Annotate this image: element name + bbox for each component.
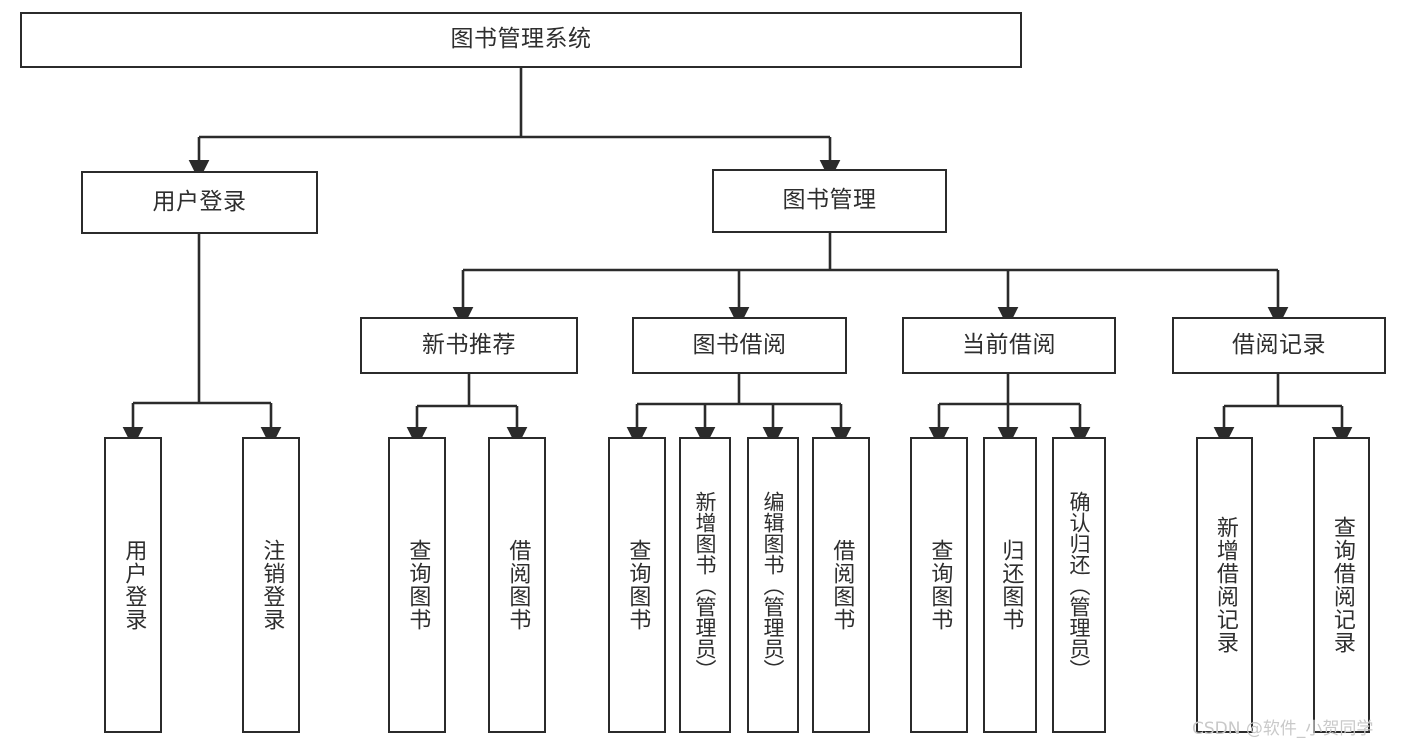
node-leaf-query-book-3-label: 查询图书 — [927, 539, 953, 631]
node-leaf-confirm-return-label: 确认归还（管理员） — [1067, 490, 1092, 680]
node-current-borrow[interactable]: 当前借阅 — [902, 317, 1116, 374]
node-leaf-query-book-2[interactable]: 查询图书 — [608, 437, 666, 733]
node-root[interactable]: 图书管理系统 — [20, 12, 1022, 68]
node-leaf-add-book-label: 新增图书（管理员） — [693, 490, 718, 680]
node-user-login[interactable]: 用户登录 — [81, 171, 318, 234]
node-leaf-add-book[interactable]: 新增图书（管理员） — [679, 437, 731, 733]
node-leaf-return-book[interactable]: 归还图书 — [983, 437, 1037, 733]
node-book-manage[interactable]: 图书管理 — [712, 169, 947, 233]
node-book-borrow-label: 图书借阅 — [692, 331, 787, 358]
node-leaf-confirm-return[interactable]: 确认归还（管理员） — [1052, 437, 1106, 733]
node-book-manage-label: 图书管理 — [782, 187, 877, 214]
node-user-login-label: 用户登录 — [152, 188, 247, 215]
node-leaf-query-book-2-label: 查询图书 — [625, 539, 651, 631]
node-leaf-edit-book-label: 编辑图书（管理员） — [761, 490, 786, 680]
node-leaf-query-record[interactable]: 查询借阅记录 — [1313, 437, 1370, 733]
node-borrow-record[interactable]: 借阅记录 — [1172, 317, 1386, 374]
node-leaf-borrow-book-1[interactable]: 借阅图书 — [488, 437, 546, 733]
node-leaf-user-login-label: 用户登录 — [121, 539, 147, 631]
node-leaf-query-record-label: 查询借阅记录 — [1329, 516, 1355, 654]
node-leaf-borrow-book-1-label: 借阅图书 — [505, 539, 531, 631]
node-leaf-return-book-label: 归还图书 — [998, 539, 1024, 631]
node-leaf-user-logout[interactable]: 注销登录 — [242, 437, 300, 733]
node-leaf-borrow-book-2[interactable]: 借阅图书 — [812, 437, 870, 733]
node-leaf-query-book-3[interactable]: 查询图书 — [910, 437, 968, 733]
node-leaf-add-record-label: 新增借阅记录 — [1212, 516, 1238, 654]
node-leaf-borrow-book-2-label: 借阅图书 — [829, 539, 855, 631]
node-borrow-record-label: 借阅记录 — [1232, 331, 1326, 358]
node-new-book-recommend[interactable]: 新书推荐 — [360, 317, 578, 374]
node-leaf-edit-book[interactable]: 编辑图书（管理员） — [747, 437, 799, 733]
node-current-borrow-label: 当前借阅 — [962, 331, 1056, 358]
node-root-label: 图书管理系统 — [450, 26, 592, 53]
node-new-book-recommend-label: 新书推荐 — [422, 331, 516, 358]
node-leaf-user-login[interactable]: 用户登录 — [104, 437, 162, 733]
node-book-borrow[interactable]: 图书借阅 — [632, 317, 847, 374]
node-leaf-add-record[interactable]: 新增借阅记录 — [1196, 437, 1253, 733]
node-leaf-query-book-1-label: 查询图书 — [405, 539, 431, 631]
node-leaf-query-book-1[interactable]: 查询图书 — [388, 437, 446, 733]
csdn-watermark: CSDN @软件_小贺同学 — [1192, 719, 1374, 739]
node-leaf-user-logout-label: 注销登录 — [259, 539, 285, 631]
